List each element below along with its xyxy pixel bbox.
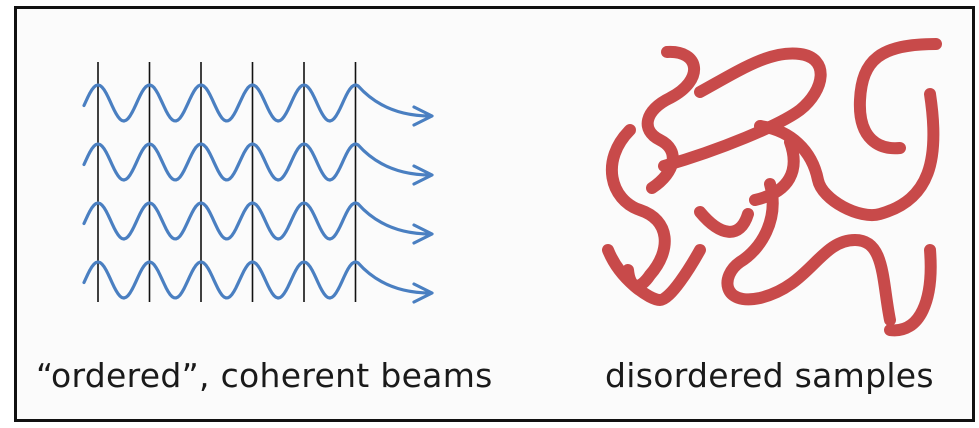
sample-strand-4: [754, 88, 940, 222]
beam-arrowhead-2: [412, 164, 434, 186]
sample-strand-2: [658, 47, 827, 172]
caption-disordered-samples: disordered samples: [605, 356, 934, 395]
coherent-beams-illustration: [82, 62, 434, 304]
beam-wave-3: [82, 201, 432, 241]
sample-strand-3: [853, 38, 942, 155]
beam-wave-2: [82, 142, 432, 182]
beam-wave-1: [82, 83, 432, 123]
beam-arrowhead-1: [412, 105, 434, 127]
sample-strand-8: [694, 136, 937, 337]
beam-wave-4: [82, 260, 432, 300]
beam-arrowhead-3: [412, 223, 434, 245]
sample-strand-7: [721, 178, 896, 326]
sample-strand-6: [602, 244, 706, 306]
disordered-samples-illustration: [602, 38, 942, 337]
caption-ordered-coherent-beams: “ordered”, coherent beams: [36, 356, 493, 395]
beam-arrowhead-4: [412, 282, 434, 304]
